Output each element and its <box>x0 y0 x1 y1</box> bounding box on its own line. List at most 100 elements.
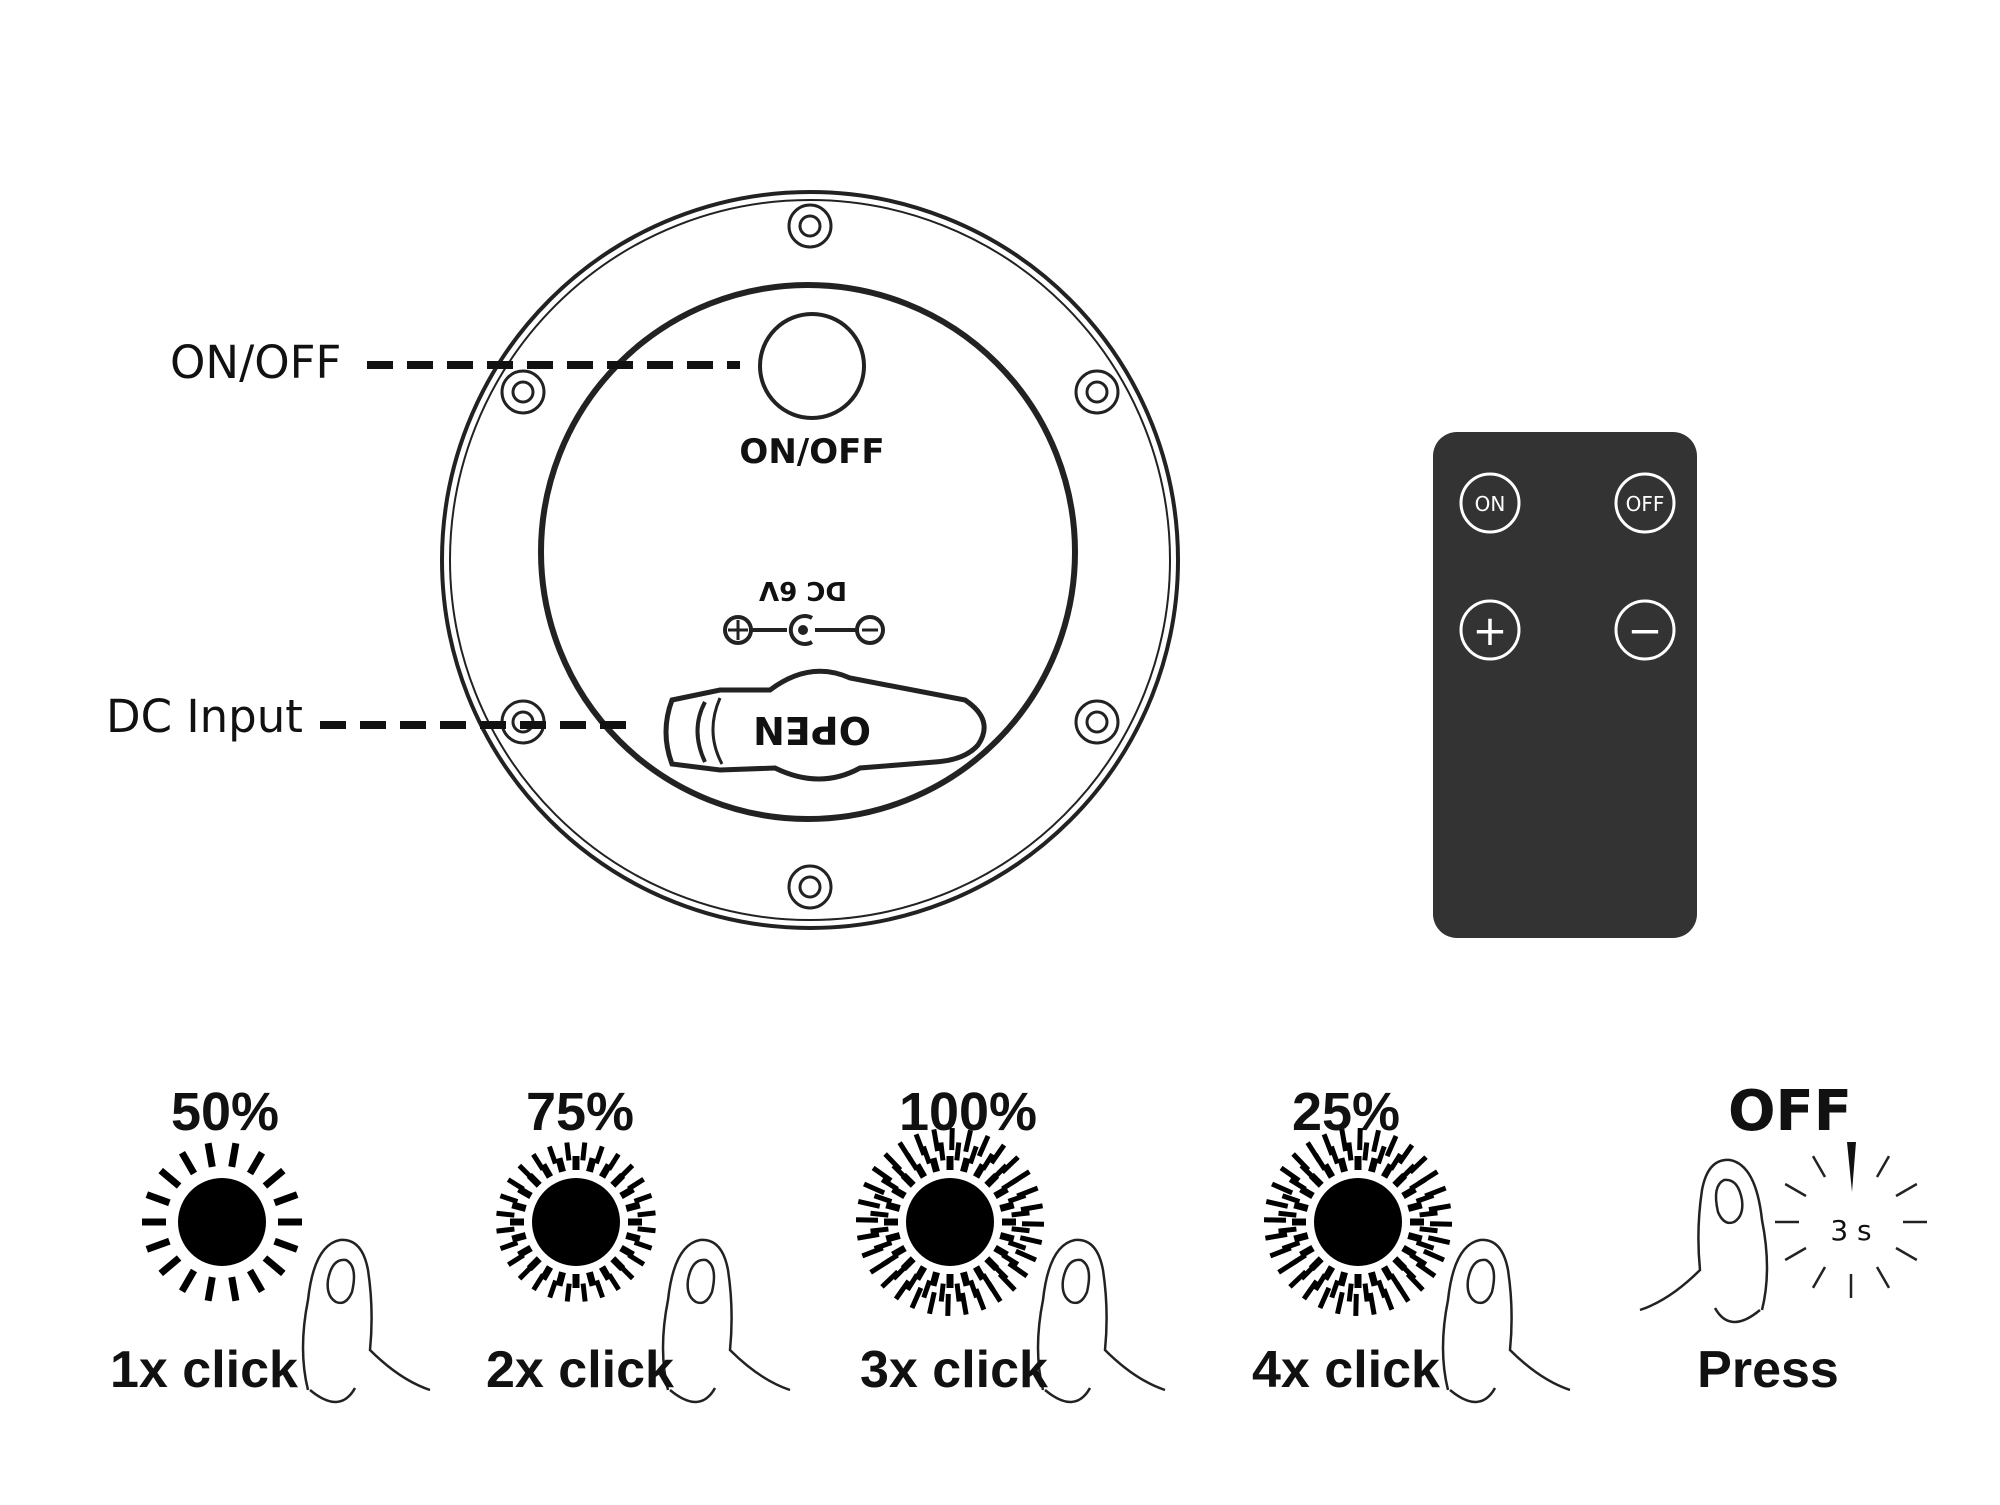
screw-icon <box>787 203 833 249</box>
sun-ray <box>580 1142 588 1161</box>
sun-ray <box>1401 1185 1417 1200</box>
sun-ray <box>891 1244 907 1259</box>
sun-ray <box>499 1193 519 1205</box>
sun-core <box>1314 1178 1402 1266</box>
step-off: OFF 3 s Press <box>1639 1079 1927 1399</box>
sun-ray <box>1362 1142 1370 1161</box>
sun-ray <box>517 1244 533 1259</box>
sun-ray <box>1321 1163 1336 1179</box>
sun-ray <box>1424 1185 1447 1199</box>
sun-ray <box>1014 1248 1037 1263</box>
sun-icon <box>496 1142 656 1302</box>
sun-ray <box>555 1271 566 1287</box>
sun-ray <box>246 1268 266 1294</box>
sun-ray <box>633 1193 653 1204</box>
sun-ray <box>1388 1152 1403 1171</box>
sun-icon <box>142 1142 302 1302</box>
sun-ray <box>963 1129 973 1153</box>
sun-ray <box>945 1293 951 1317</box>
sun-ray <box>506 1177 525 1192</box>
sun-ray <box>228 1276 240 1302</box>
remote-on-label: ON <box>1475 492 1506 516</box>
sun-ray <box>539 1163 554 1179</box>
sun-ray <box>547 1279 559 1299</box>
sun-ray <box>954 1283 962 1302</box>
sun-ray <box>262 1167 286 1189</box>
sun-ray <box>618 1263 635 1281</box>
sun-ray <box>913 1163 928 1179</box>
remote-off-button[interactable]: OFF <box>1614 472 1676 534</box>
sun-ray <box>564 1283 572 1302</box>
sun-ray <box>913 1133 927 1156</box>
sun-ray <box>863 1181 886 1196</box>
sun-ray <box>893 1279 911 1301</box>
sun-ray <box>989 1143 1007 1165</box>
sun-ray <box>1353 1293 1359 1317</box>
sun-ray <box>158 1255 182 1277</box>
sun-ray <box>1288 1177 1307 1192</box>
sun-ray <box>1346 1283 1354 1302</box>
sun-ray <box>857 1199 881 1209</box>
remote-minus-button[interactable]: − <box>1614 599 1676 661</box>
sun-ray <box>870 1226 889 1234</box>
timer-icon <box>1775 1142 1927 1298</box>
sun-ray <box>1279 1165 1301 1183</box>
remote-off-label: OFF <box>1626 492 1665 516</box>
sun-ray <box>1422 1248 1445 1263</box>
sun-ray <box>1011 1226 1030 1234</box>
sun-ray <box>1009 1169 1031 1186</box>
sun-ray <box>1019 1235 1043 1245</box>
sun-ray <box>1007 1261 1029 1279</box>
sun-ray <box>885 1232 901 1243</box>
sun-core <box>906 1178 994 1266</box>
sun-ray <box>1011 1210 1030 1218</box>
sun-ray <box>1313 1273 1328 1292</box>
sun-ray <box>972 1265 987 1281</box>
sun-ray <box>204 1142 216 1168</box>
sun-ray <box>145 1191 171 1207</box>
sun-ray <box>594 1279 605 1299</box>
sun-ray <box>1397 1143 1415 1165</box>
sun-ray <box>1367 1292 1377 1316</box>
finger-outline <box>1036 1238 1166 1404</box>
remote-control: ON OFF + − <box>1433 432 1697 938</box>
sun-ray <box>1000 1155 1020 1175</box>
sun-ray <box>949 1127 955 1151</box>
sun-ray <box>1408 1155 1428 1175</box>
sun-ray <box>1357 1127 1363 1151</box>
timer-tick <box>1784 1182 1807 1198</box>
sun-ray <box>997 1272 1017 1292</box>
sun-ray <box>1335 1291 1345 1315</box>
sun-ray <box>927 1291 937 1315</box>
sun-ray <box>1293 1232 1309 1243</box>
sun-ray <box>1337 1157 1348 1173</box>
remote-on-button[interactable]: ON <box>1459 472 1521 534</box>
sun-ray <box>228 1142 240 1168</box>
sun-ray <box>909 1286 924 1309</box>
sun-ray <box>883 1152 903 1172</box>
sun-ray <box>869 1258 891 1275</box>
sun-ray <box>1419 1226 1438 1234</box>
remote-plus-button[interactable]: + <box>1459 599 1521 661</box>
dc-cover-tab[interactable]: OPEN <box>663 668 987 782</box>
sun-ray <box>598 1265 613 1281</box>
sun-ray <box>1329 1279 1341 1299</box>
sun-ray <box>1428 1203 1452 1213</box>
sun-ray <box>929 1271 940 1287</box>
sun-ray <box>273 1237 299 1253</box>
timer-duration: 3 s <box>1830 1214 1871 1247</box>
sun-ray <box>1020 1203 1044 1213</box>
sun-icon <box>855 1127 1045 1317</box>
plus-icon: + <box>1472 606 1507 655</box>
sun-ray <box>1301 1279 1319 1301</box>
sun-ray <box>1016 1185 1039 1199</box>
sun-ray <box>606 1152 621 1171</box>
callout-on-off: ON/OFF <box>170 336 341 389</box>
sun-ray <box>517 1264 535 1281</box>
off-level: OFF <box>1728 1079 1852 1144</box>
lamp-power-button[interactable] <box>758 312 866 420</box>
sun-ray <box>1007 1239 1027 1251</box>
sun-ray <box>1321 1133 1335 1156</box>
sun-ray <box>1415 1239 1435 1251</box>
